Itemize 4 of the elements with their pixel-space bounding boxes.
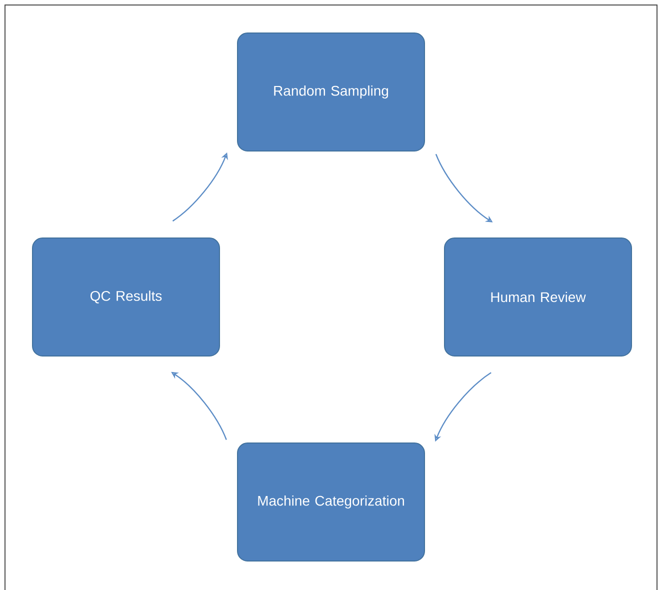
- process-box: Machine Categorization: [237, 442, 425, 562]
- process-box: Human Review: [444, 238, 632, 356]
- process-box: Random Sampling: [237, 32, 425, 152]
- process-box: QC Results: [32, 238, 220, 356]
